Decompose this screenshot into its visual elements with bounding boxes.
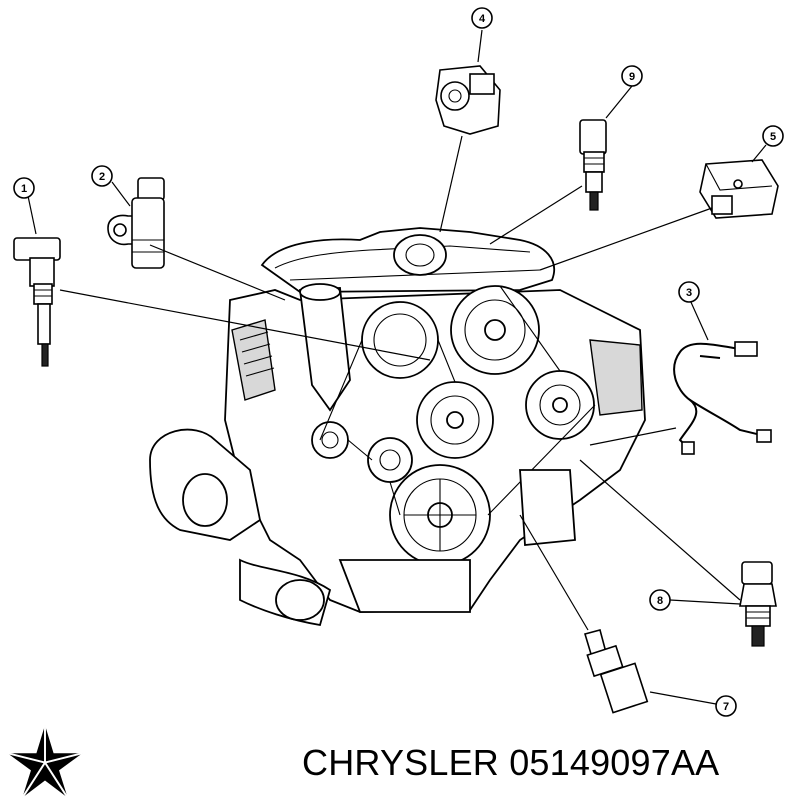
- part-1-ignition-coil: [13, 237, 61, 367]
- callout-7: 7: [715, 695, 737, 717]
- part-5-map-sensor: [699, 159, 779, 219]
- callout-8-label: 8: [657, 595, 663, 607]
- callout-4-label: 4: [479, 13, 486, 25]
- part-2-oil-control-valve: [107, 177, 165, 269]
- callout-2-label: 2: [99, 171, 105, 183]
- callout-3: 3: [678, 281, 700, 303]
- callout-7-label: 7: [723, 701, 729, 713]
- part-9-temperature-sensor: [579, 119, 607, 211]
- callout-1: 1: [13, 177, 35, 199]
- callout-5-label: 5: [770, 131, 776, 143]
- part-8-pressure-sensor: [739, 561, 777, 647]
- part-4-throttle-sensor: [435, 65, 501, 135]
- part-caption: CHRYSLER 05149097AA: [302, 738, 719, 788]
- callout-1-label: 1: [21, 183, 27, 195]
- leader-lines: [27, 29, 767, 705]
- callout-9: 9: [621, 65, 643, 87]
- callout-2: 2: [91, 165, 113, 187]
- callout-4: 4: [471, 7, 493, 29]
- callout-8: 8: [649, 589, 671, 611]
- part-number: 05149097AA: [509, 742, 720, 783]
- part-3-sensor-harness: [673, 341, 772, 455]
- callout-9-label: 9: [629, 71, 635, 83]
- chrysler-pentastar-icon: [7, 725, 83, 799]
- brand-name: CHRYSLER: [302, 742, 499, 783]
- callout-5: 5: [762, 125, 784, 147]
- engine-illustration: [149, 227, 646, 627]
- callout-3-label: 3: [686, 287, 692, 299]
- part-7-crank-sensor: [583, 629, 649, 714]
